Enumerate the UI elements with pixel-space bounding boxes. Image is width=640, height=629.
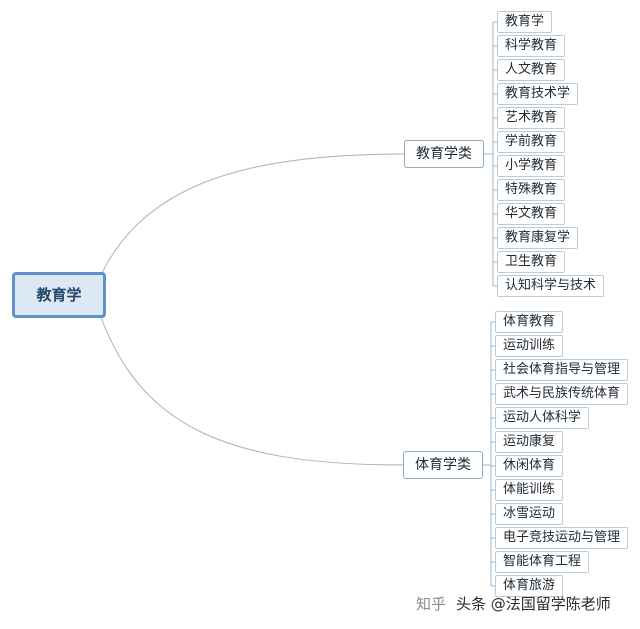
leaf-node[interactable]: 教育康复学: [497, 227, 579, 249]
leaf-node[interactable]: 科学教育: [497, 35, 566, 57]
leaf-node[interactable]: 认知科学与技术: [497, 275, 605, 297]
leaf-node[interactable]: 教育学: [497, 11, 553, 33]
leaf-node[interactable]: 教育技术学: [497, 83, 579, 105]
leaf-node[interactable]: 人文教育: [497, 59, 566, 81]
watermark-site: 知乎: [416, 595, 447, 613]
leaf-node[interactable]: 特殊教育: [497, 179, 566, 201]
leaf-node[interactable]: 休闲体育: [495, 455, 564, 477]
root-to-branch-connector: [97, 308, 404, 466]
leaf-node[interactable]: 电子竞技运动与管理: [495, 527, 629, 549]
leaf-node[interactable]: 小学教育: [497, 155, 566, 177]
leaf-node[interactable]: 武术与民族传统体育: [495, 383, 629, 405]
watermark: 知乎头条 @法国留学陈老师: [416, 593, 611, 614]
branch-node-sports-category[interactable]: 体育学类: [403, 451, 483, 479]
root-node-education[interactable]: 教育学: [12, 272, 106, 318]
leaf-node[interactable]: 智能体育工程: [495, 551, 590, 573]
leaf-node[interactable]: 运动人体科学: [495, 407, 590, 429]
root-to-branch-connector: [97, 153, 405, 282]
leaf-node[interactable]: 体育旅游: [495, 575, 564, 597]
leaf-node[interactable]: 冰雪运动: [495, 503, 564, 525]
leaf-node[interactable]: 社会体育指导与管理: [495, 359, 629, 381]
leaf-node[interactable]: 卫生教育: [497, 251, 566, 273]
leaf-node[interactable]: 艺术教育: [497, 107, 566, 129]
leaf-node[interactable]: 运动康复: [495, 431, 564, 453]
leaf-node[interactable]: 体能训练: [495, 479, 564, 501]
leaf-node[interactable]: 运动训练: [495, 335, 564, 357]
leaf-node[interactable]: 华文教育: [497, 203, 566, 225]
leaf-node[interactable]: 体育教育: [495, 311, 564, 333]
branch-node-education-category[interactable]: 教育学类: [404, 140, 484, 168]
watermark-author: 头条 @法国留学陈老师: [456, 595, 611, 613]
leaf-node[interactable]: 学前教育: [497, 131, 566, 153]
